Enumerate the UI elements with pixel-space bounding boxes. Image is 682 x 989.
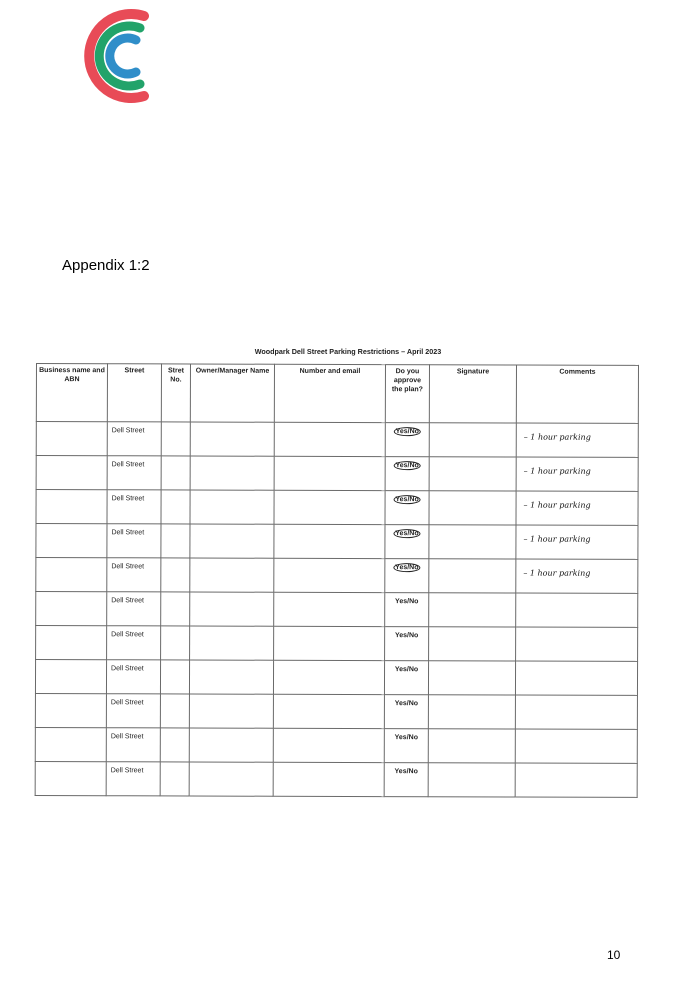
c-rings-logo-icon <box>84 9 149 103</box>
header-street: Street <box>107 363 162 422</box>
comment-cell: – 1 hour parking <box>523 466 591 476</box>
comment-cell <box>515 661 638 696</box>
street-cell: Dell Street <box>106 761 161 796</box>
comment-cell <box>515 695 638 730</box>
comment-cell: – 1 hour parking <box>523 500 591 510</box>
table-row: Dell Street Yes/No <box>35 625 638 662</box>
comment-cell <box>515 729 638 764</box>
comment-cell <box>515 627 638 662</box>
table-row: Dell Street Yes/No – 1 hour parking <box>36 455 639 492</box>
street-cell: Dell Street <box>106 591 161 626</box>
header-approve: Do you approve the plan? <box>385 364 430 423</box>
appendix-heading: Appendix 1:2 <box>62 257 150 274</box>
street-cell: Dell Street <box>107 455 162 490</box>
survey-table: Business name and ABN Street Stret No. O… <box>35 363 639 798</box>
street-cell: Dell Street <box>106 489 162 524</box>
header-contact: Number and email <box>274 364 386 423</box>
table-row: Dell Street Yes/No <box>35 659 638 696</box>
approve-cell: Yes/No <box>393 563 421 573</box>
header-street-no: Stret No. <box>161 363 191 422</box>
table-row: Dell Street Yes/No – 1 hour parking <box>36 421 639 458</box>
scanned-survey-form: Woodpark Dell Street Parking Restriction… <box>35 330 660 798</box>
comment-cell: – 1 hour parking <box>523 432 591 442</box>
approve-cell: Yes/No <box>393 495 421 505</box>
street-cell: Dell Street <box>106 727 161 762</box>
table-row: Dell Street Yes/No – 1 hour parking <box>35 557 638 594</box>
header-owner: Owner/Manager Name <box>190 363 275 423</box>
comment-cell: – 1 hour parking <box>523 534 591 544</box>
comment-cell <box>515 593 638 628</box>
header-comments: Comments <box>516 365 639 424</box>
table-row: Dell Street Yes/No <box>35 761 638 798</box>
table-row: Dell Street Yes/No <box>35 693 638 730</box>
table-row: Dell Street Yes/No <box>35 591 638 628</box>
header-signature: Signature <box>429 364 517 424</box>
table-row: Dell Street Yes/No <box>35 727 638 764</box>
approve-cell: Yes/No <box>384 762 429 797</box>
approve-cell: Yes/No <box>384 728 429 763</box>
table-row: Dell Street Yes/No – 1 hour parking <box>35 489 639 526</box>
street-cell: Dell Street <box>106 659 161 694</box>
approve-cell: Yes/No <box>384 626 429 661</box>
table-row: Dell Street Yes/No – 1 hour parking <box>35 523 638 560</box>
street-cell: Dell Street <box>106 557 161 592</box>
header-business: Business name and ABN <box>36 363 108 422</box>
comment-cell: – 1 hour parking <box>523 568 591 578</box>
street-cell: Dell Street <box>106 625 161 660</box>
street-cell: Dell Street <box>107 421 162 456</box>
street-cell: Dell Street <box>106 693 161 728</box>
approve-cell: Yes/No <box>384 660 429 695</box>
approve-cell: Yes/No <box>393 461 421 471</box>
approve-cell: Yes/No <box>393 529 421 539</box>
street-cell: Dell Street <box>106 523 161 558</box>
form-title: Woodpark Dell Street Parking Restriction… <box>254 347 442 356</box>
table-header-row: Business name and ABN Street Stret No. O… <box>36 363 639 424</box>
page-number: 10 <box>607 948 621 962</box>
approve-cell: Yes/No <box>384 694 429 729</box>
comment-cell <box>515 763 638 798</box>
approve-cell: Yes/No <box>384 592 429 627</box>
approve-cell: Yes/No <box>393 427 421 437</box>
